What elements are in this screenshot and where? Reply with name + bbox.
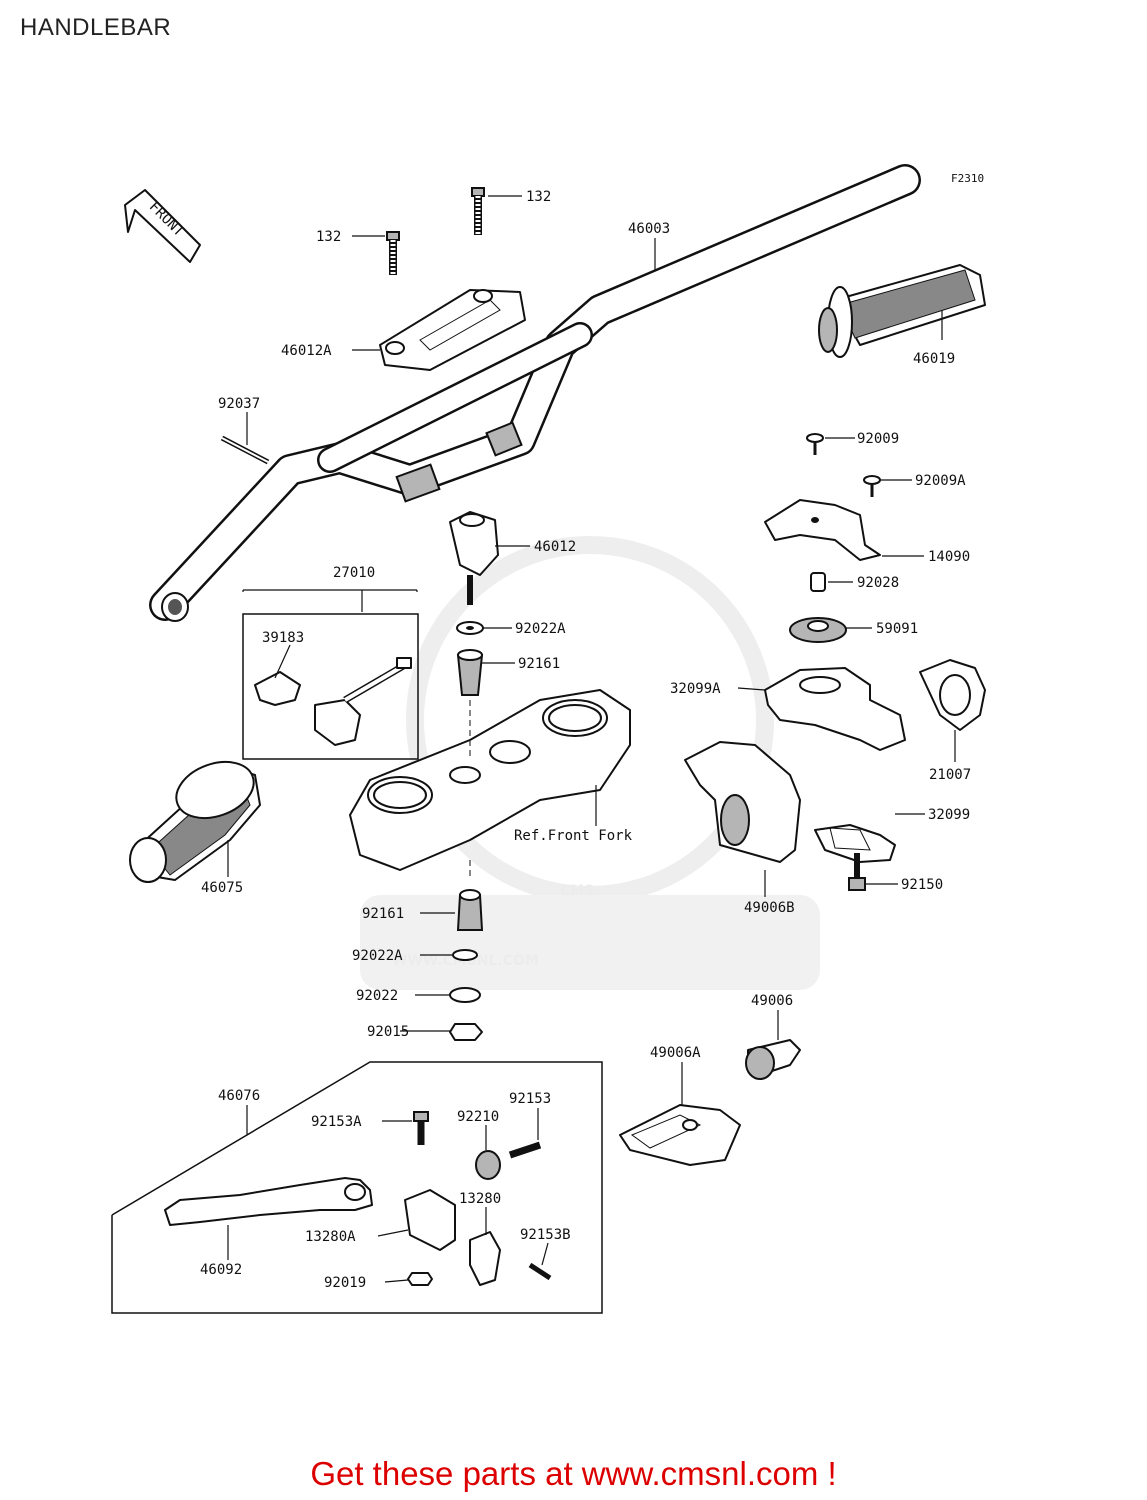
- callout-13280: 13280: [459, 1191, 501, 1207]
- bolt-icon: [386, 187, 485, 275]
- switch-housing-icon: [919, 659, 986, 731]
- screw-icon: [806, 433, 881, 497]
- watermark-brand: CMS: [560, 883, 594, 899]
- callout-46019: 46019: [913, 351, 955, 367]
- callout-92019: 92019: [324, 1275, 366, 1291]
- callout-13280a: 13280A: [305, 1229, 356, 1245]
- parts-diagram: CMS WWW.CMSNL.COM FRONT: [111, 164, 986, 1314]
- washer-icon: [449, 987, 481, 1003]
- callout-92028: 92028: [857, 575, 899, 591]
- callout-92037: 92037: [218, 396, 260, 412]
- callout-labels: 132 132 46003 46012A 46019 92037 92009 9…: [200, 189, 971, 1291]
- callout-46003: 46003: [628, 221, 670, 237]
- front-arrow-icon: FRONT: [124, 189, 201, 263]
- page-title: HANDLEBAR: [20, 14, 172, 41]
- cable-cover-icon: [619, 1104, 741, 1166]
- callout-92022a: 92022A: [515, 621, 566, 637]
- callout-46076: 46076: [218, 1088, 260, 1104]
- callout-32099a: 32099A: [670, 681, 721, 697]
- lower-housing-icon: [814, 824, 896, 863]
- right-grip-icon: [818, 264, 986, 358]
- callout-21007: 21007: [929, 767, 971, 783]
- bolt-icon: [848, 853, 866, 891]
- nut-icon: [449, 1023, 483, 1041]
- collar-icon: [810, 572, 826, 592]
- callout-46075: 46075: [201, 880, 243, 896]
- footer: Get these parts at www.cmsnl.com !: [0, 1455, 1147, 1493]
- left-grip-icon: [129, 760, 261, 883]
- throttle-housing-icon: [764, 667, 906, 751]
- callout-132: 132: [316, 229, 341, 245]
- throttle-cover-icon: [764, 499, 881, 561]
- callout-59091: 59091: [876, 621, 918, 637]
- callout-92022: 92022: [356, 988, 398, 1004]
- callout-92161: 92161: [518, 656, 560, 672]
- triple-clamp-icon: [349, 689, 631, 880]
- figure-code: F2310: [951, 172, 985, 185]
- pin-icon: [220, 435, 270, 465]
- callout-92022a: 92022A: [352, 948, 403, 964]
- watermark-url: WWW.CMSNL.COM: [392, 953, 539, 969]
- riser-icon: [449, 511, 499, 605]
- callout-92153: 92153: [509, 1091, 551, 1107]
- ref-front-fork-label: Ref.Front Fork: [514, 828, 633, 844]
- callout-49006: 49006: [751, 993, 793, 1009]
- callout-92150: 92150: [901, 877, 943, 893]
- callout-92210: 92210: [457, 1109, 499, 1125]
- callout-49006b: 49006B: [744, 900, 795, 916]
- leader-lines: [227, 195, 956, 1283]
- callout-92153a: 92153A: [311, 1114, 362, 1130]
- callout-92015: 92015: [367, 1024, 409, 1040]
- handlebar-icon: [149, 164, 921, 622]
- callout-46092: 46092: [200, 1262, 242, 1278]
- callout-39183: 39183: [262, 630, 304, 646]
- callout-92161: 92161: [362, 906, 404, 922]
- lever-assembly-box: [111, 1061, 603, 1314]
- brake-lever-icon: [164, 1177, 373, 1226]
- callout-92153b: 92153B: [520, 1227, 571, 1243]
- washer-icon: [452, 949, 478, 961]
- callout-132: 132: [526, 189, 551, 205]
- footer-link[interactable]: Get these parts at www.cmsnl.com !: [310, 1455, 837, 1492]
- callout-92009a: 92009A: [915, 473, 966, 489]
- adjuster-icon: [745, 1039, 801, 1080]
- callout-46012: 46012: [534, 539, 576, 555]
- switch-assembly-box: [242, 589, 419, 760]
- throttle-grip-icon: [684, 741, 801, 863]
- callout-46012a: 46012A: [281, 343, 332, 359]
- pulley-icon: [789, 617, 847, 643]
- callout-92009: 92009: [857, 431, 899, 447]
- upper-clamp-icon: [379, 289, 526, 371]
- switch-icon: [254, 657, 412, 746]
- callout-27010: 27010: [333, 565, 375, 581]
- callout-14090: 14090: [928, 549, 970, 565]
- callout-49006a: 49006A: [650, 1045, 701, 1061]
- callout-32099: 32099: [928, 807, 970, 823]
- lever-holder-icon: [404, 1111, 552, 1286]
